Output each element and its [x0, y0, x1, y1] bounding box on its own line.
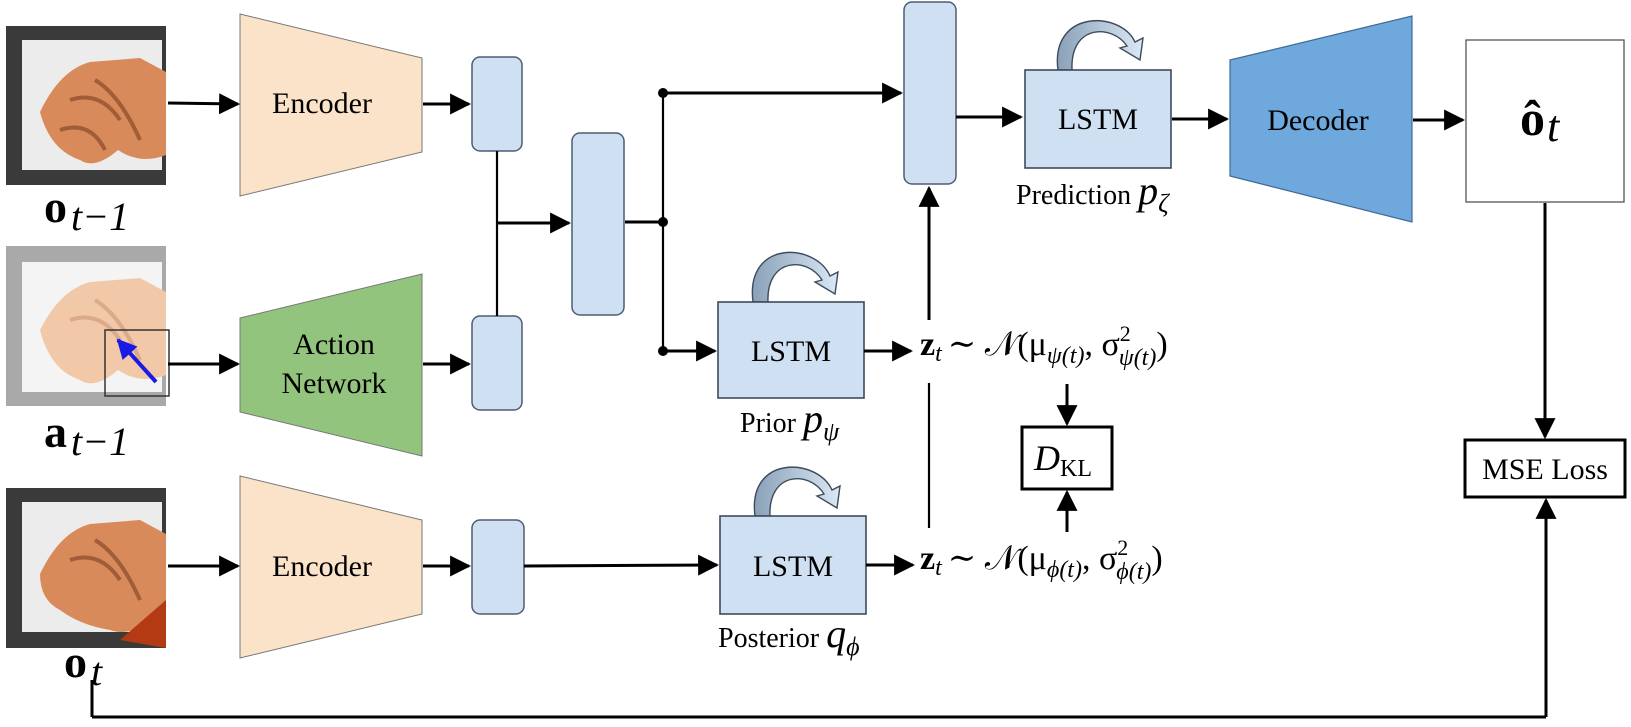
image-o-curr	[6, 488, 166, 648]
image-action	[6, 246, 170, 406]
encoder-bottom-label: Encoder	[272, 550, 372, 583]
encoder-top	[239, 13, 423, 197]
action-network-label-2: Network	[282, 367, 387, 400]
action-arrow-icon	[116, 338, 158, 384]
action-network-label-1: Action	[293, 328, 375, 361]
kl-label: DKL	[1033, 438, 1092, 482]
feature-vector-action	[471, 315, 523, 411]
image-o-prev	[6, 26, 166, 185]
action-network	[239, 273, 423, 457]
decoder	[1229, 15, 1413, 223]
lstm-posterior	[719, 515, 867, 615]
lstm-posterior-label: LSTM	[753, 550, 833, 583]
concat-vector	[571, 132, 625, 316]
prior-caption: Prior pψ	[740, 396, 840, 446]
mse-loss-label: MSE Loss	[1482, 453, 1608, 486]
prior-recurrent-loop-icon	[751, 251, 839, 303]
lstm-prediction-label: LSTM	[1058, 103, 1138, 136]
merge-vector	[903, 1, 957, 185]
encoder-bottom	[239, 475, 423, 659]
mse-loss-box	[1463, 438, 1627, 499]
posterior-recurrent-loop-icon	[753, 466, 841, 517]
lstm-prior	[717, 301, 865, 399]
output-label: ôt	[1520, 90, 1561, 151]
prediction-recurrent-loop-icon	[1056, 20, 1144, 71]
encoder-top-label: Encoder	[272, 87, 372, 120]
lstm-prior-label: LSTM	[751, 335, 831, 368]
prediction-caption: Prediction pζ	[1016, 168, 1170, 218]
output-prediction-box	[1465, 39, 1625, 203]
decoder-label: Decoder	[1267, 104, 1369, 137]
feature-vector-obs	[471, 56, 523, 152]
kl-divergence-box	[1020, 425, 1114, 491]
lstm-prediction	[1024, 69, 1172, 169]
posterior-caption: Posterior qϕ	[718, 611, 860, 661]
feature-vector-next	[471, 519, 525, 615]
